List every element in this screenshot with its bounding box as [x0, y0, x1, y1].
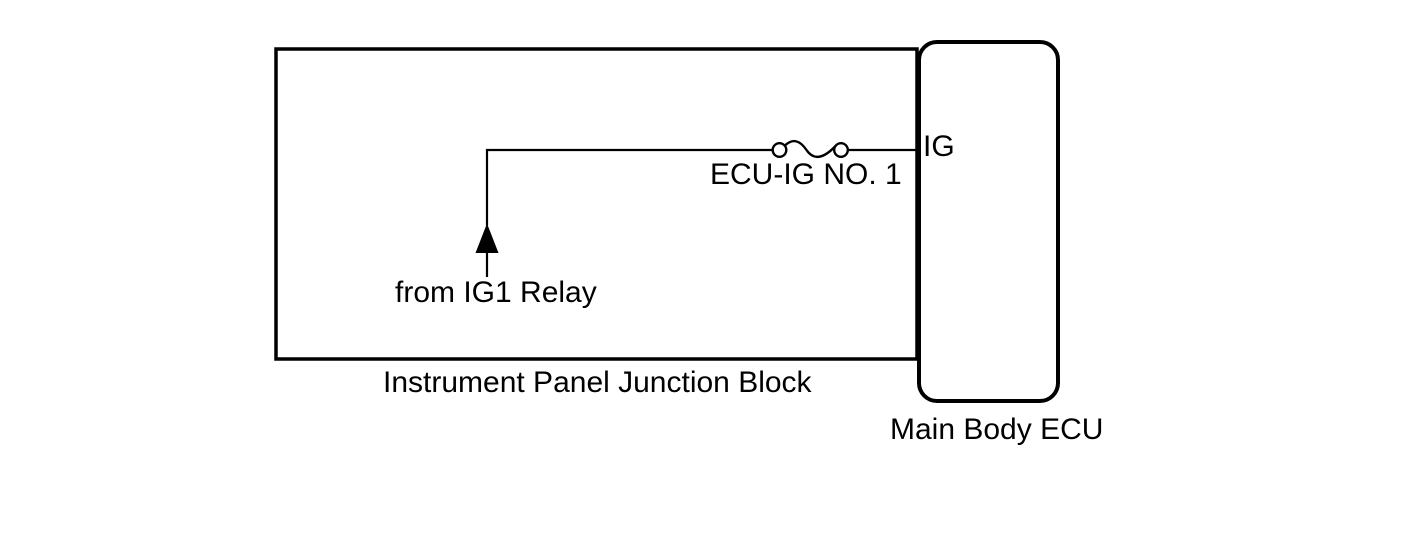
- ecu-box-label: Main Body ECU: [890, 413, 1104, 446]
- fuse-element-curve: [783, 139, 837, 158]
- fuse-terminal-left-icon: [771, 141, 788, 158]
- wire-left-segment: [485, 148, 773, 226]
- fuse-terminal-right-icon: [833, 141, 850, 158]
- junction-block-label: Instrument Panel Junction Block: [383, 366, 812, 399]
- ecu-pin-label: IG: [923, 130, 955, 163]
- fuse-label: ECU-IG NO. 1: [710, 158, 902, 191]
- arrow-up-icon: [475, 223, 499, 253]
- ecu-box-outline: [917, 40, 1060, 403]
- wire-source-label: from IG1 Relay: [395, 276, 597, 309]
- junction-block-outline: [274, 47, 919, 361]
